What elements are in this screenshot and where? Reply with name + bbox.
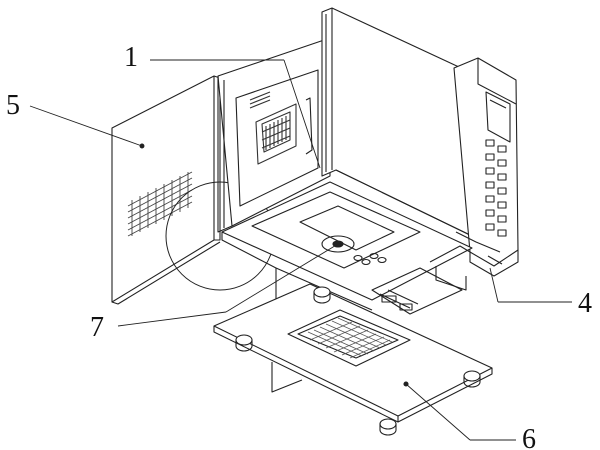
callout-label-1: 1 [124, 42, 138, 73]
callout-label-6: 6 [522, 424, 536, 450]
control-panel [453, 57, 519, 277]
plate-grille-mesh [307, 317, 393, 359]
panel-vent-grille [127, 171, 193, 237]
panel-buttons [485, 139, 507, 237]
top-slot-vent [249, 91, 271, 109]
cabinet-frame [217, 37, 331, 233]
lower-compartment [371, 231, 503, 315]
callout-label-5: 5 [6, 90, 20, 121]
leader-lines [29, 59, 572, 441]
bottom-plate-part-6 [213, 283, 493, 436]
plate-feet [235, 286, 481, 436]
callout-label-4: 4 [578, 288, 592, 319]
side-panel-part-5 [111, 75, 221, 305]
back-wall-vent [255, 103, 297, 165]
callout-label-7: 7 [90, 312, 104, 343]
open-door [321, 7, 481, 241]
cavity-floor [221, 181, 473, 311]
